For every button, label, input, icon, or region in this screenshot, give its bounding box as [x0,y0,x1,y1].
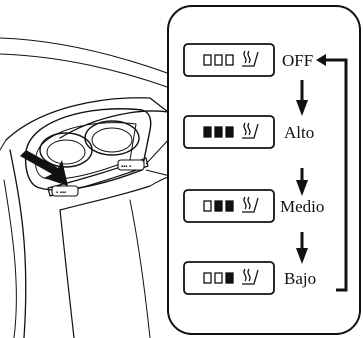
indicator-lamp-off [203,272,212,284]
mode-row: Medio [183,189,324,223]
indicator-lamp-on [225,200,234,212]
return-loop-arrow-icon [316,54,348,292]
seat-heater-icon [242,196,259,213]
mode-row: Alto [183,115,314,149]
indicator-lamp-off [214,54,223,66]
indicator-lamp-off [203,200,212,212]
svg-text:▪ ▪▪▪: ▪ ▪▪▪ [56,190,66,196]
indicator-lamp-off [214,272,223,284]
seat-heater-icon [242,268,259,285]
indicator-lamp-on [225,272,234,284]
mode-row: OFF [183,43,313,77]
switch-right: ▪▪▪ ▪ [117,159,145,171]
pointer-arrow-icon [20,150,68,186]
down-arrow-icon [296,168,308,196]
indicator-lamp-on [214,126,223,138]
seat-heater-icon [242,50,259,67]
seat-heater-icon [242,122,259,139]
callout-lines [145,137,171,177]
console-illustration [0,37,177,338]
mode-label: OFF [282,51,313,70]
indicator-lamp-on [203,126,212,138]
indicator-lamp-on [225,126,234,138]
indicator-lamp-on [214,200,223,212]
mode-label: Bajo [284,269,316,288]
indicator-lamp-off [203,54,212,66]
down-arrow-icon [296,80,308,116]
svg-text:▪▪▪ ▪: ▪▪▪ ▪ [121,164,131,170]
detail-panel [167,5,361,335]
indicator-lamp-off [225,54,234,66]
mode-label: Medio [280,197,324,216]
down-arrow-icon [296,232,308,264]
switch-left: ▪ ▪▪▪ [51,185,79,197]
mode-row: Bajo [183,261,316,295]
mode-label: Alto [284,123,314,142]
